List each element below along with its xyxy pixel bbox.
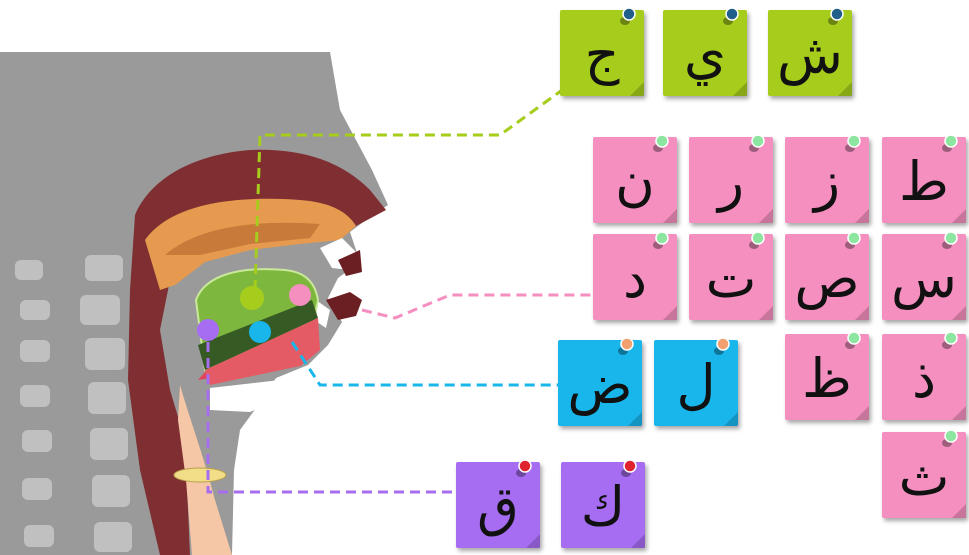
pushpin-icon: [749, 231, 765, 249]
pink-leader: [361, 293, 592, 320]
pushpin-icon: [621, 459, 637, 477]
letter-card-kaf: ك: [561, 459, 645, 548]
letter-ya: ي: [683, 23, 727, 86]
pushpin-icon: [653, 134, 669, 152]
pink-point: [289, 284, 311, 306]
spine: [15, 255, 132, 552]
letter-dad: ض: [567, 353, 633, 416]
letter-card-sin: س: [882, 231, 966, 320]
letter-card-zay: ز: [785, 134, 869, 223]
pushpin-icon: [516, 459, 532, 477]
letter-za: ظ: [802, 347, 852, 410]
letter-ra: ر: [717, 150, 745, 213]
pushpin-icon: [845, 134, 861, 152]
palate-shadow: [165, 222, 320, 255]
blue-leader: [290, 341, 558, 387]
letter-jim: ج: [584, 23, 620, 86]
letter-card-ta: ت: [689, 231, 773, 320]
pushpin-icon: [942, 331, 958, 349]
purple-point: [197, 319, 219, 341]
palate: [145, 198, 356, 290]
letter-dhal: ذ: [911, 347, 937, 410]
pushpin-icon: [845, 231, 861, 249]
letter-card-jim: ج: [560, 7, 644, 96]
letter-card-dal: د: [593, 231, 677, 320]
letter-tha: ث: [898, 445, 950, 508]
pushpin-icon: [723, 7, 739, 25]
pushpin-icon: [845, 331, 861, 349]
blue-point: [249, 321, 271, 343]
letter-sin: س: [891, 247, 957, 310]
pushpin-icon: [828, 7, 844, 25]
letter-kaf: ك: [580, 475, 626, 538]
pushpin-icon: [942, 134, 958, 152]
pushpin-icon: [653, 231, 669, 249]
upper-lip: [338, 250, 362, 276]
letter-card-ya: ي: [663, 7, 747, 96]
pushpin-icon: [942, 231, 958, 249]
letter-card-dhal: ذ: [882, 331, 966, 420]
letter-card-nun: ن: [593, 134, 677, 223]
letter-card-lam: ل: [654, 337, 738, 426]
letter-card-za: ظ: [785, 331, 869, 420]
lower-lip: [326, 292, 362, 320]
purple-leader: [206, 342, 456, 494]
vocal-folds: [173, 467, 227, 483]
letter-card-ra: ر: [689, 134, 773, 223]
letter-lam: ل: [676, 353, 716, 416]
letter-nun: ن: [615, 150, 655, 213]
floor-of-mouth: [210, 380, 290, 412]
pushpin-icon: [749, 134, 765, 152]
letter-sad: ص: [794, 247, 860, 310]
tongue-tip: [205, 318, 320, 385]
letter-ta: ت: [705, 247, 757, 310]
pushpin-icon: [714, 337, 730, 355]
letter-card-shin: ش: [768, 7, 852, 96]
letter-dal: د: [622, 247, 648, 310]
letter-qaf: ق: [477, 475, 519, 538]
letter-ta-emphatic: ط: [899, 150, 949, 213]
pushpin-icon: [620, 7, 636, 25]
letter-card-dad: ض: [558, 337, 642, 426]
green-point: [240, 286, 264, 310]
letter-card-qaf: ق: [456, 459, 540, 548]
pushpin-icon: [618, 337, 634, 355]
letter-shin: ش: [777, 23, 843, 86]
letter-card-ta-emphatic: ط: [882, 134, 966, 223]
letter-card-sad: ص: [785, 231, 869, 320]
letter-card-tha: ث: [882, 429, 966, 518]
pushpin-icon: [942, 429, 958, 447]
green-leader: [253, 86, 566, 291]
letter-zay: ز: [813, 150, 841, 213]
